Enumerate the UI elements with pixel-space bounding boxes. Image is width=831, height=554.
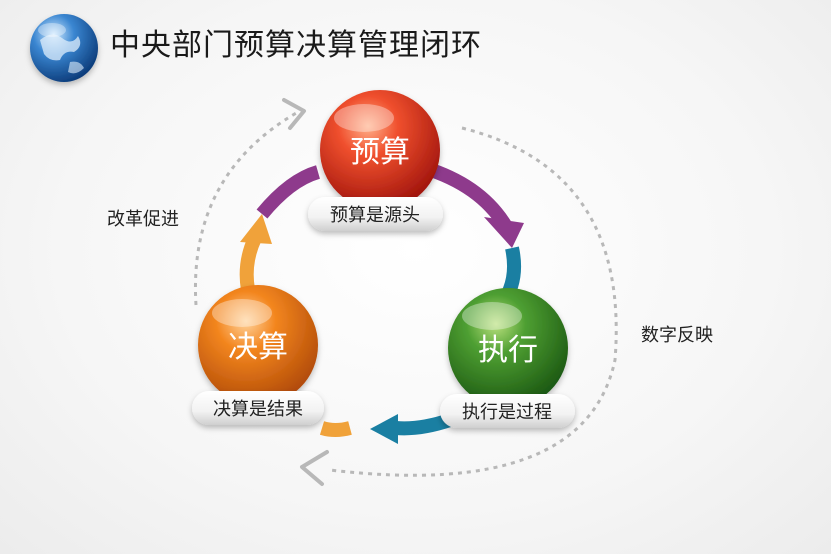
node-final-caption-pill [192, 391, 324, 425]
node-budget: 预算 预算是源头 [308, 90, 443, 231]
node-final-label: 决算 [228, 330, 288, 365]
outer-arc-right [329, 126, 618, 477]
node-budget-sphere [320, 90, 440, 210]
dashed-arrowhead-top-icon [282, 98, 306, 130]
outer-label-right: 数字反映 [641, 325, 713, 346]
arrow-final-to-budget-upper [256, 165, 321, 219]
globe-logo-icon [30, 14, 98, 82]
arrowhead-orange-icon [240, 214, 272, 244]
page-title: 中央部门预算决算管理闭环 [110, 28, 482, 63]
node-execute-caption: 执行是过程 [462, 402, 552, 423]
arrowhead-teal-icon [370, 414, 398, 444]
outer-label-left: 改革促进 [107, 209, 179, 230]
node-execute: 执行 执行是过程 [440, 288, 575, 428]
node-execute-sphere [448, 288, 568, 408]
node-final: 决算 决算是结果 [192, 285, 324, 425]
outer-arrowheads [282, 98, 329, 486]
outer-dashed-cycle [193, 110, 618, 477]
dashed-arrowhead-bottom-icon [300, 450, 329, 486]
arrowhead-purple-icon [484, 217, 524, 248]
arrow-final-to-budget [319, 421, 352, 437]
node-execute-label: 执行 [478, 333, 538, 368]
arrow-budget-to-execute [422, 161, 511, 229]
node-budget-caption: 预算是源头 [330, 205, 420, 226]
node-budget-caption-pill [308, 197, 443, 231]
node-budget-label: 预算 [350, 135, 410, 170]
outer-arc-left [193, 110, 299, 306]
node-execute-caption-pill [440, 394, 575, 428]
node-final-sphere [198, 285, 318, 405]
node-final-caption: 决算是结果 [213, 399, 303, 420]
